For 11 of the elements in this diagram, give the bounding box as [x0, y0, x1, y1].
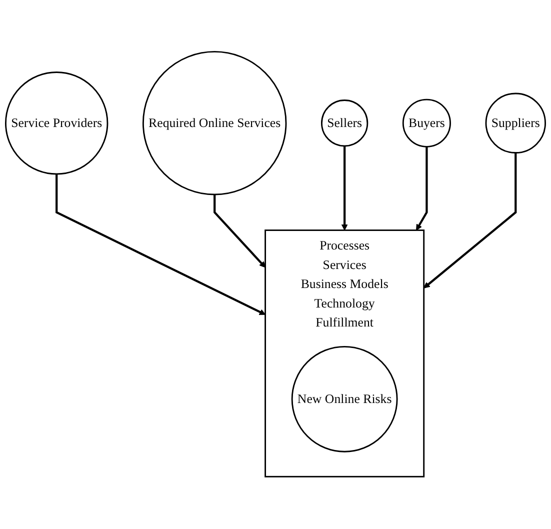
node-circle: Buyers [402, 99, 451, 148]
node-circle: Suppliers [485, 93, 546, 154]
node-circle: New Online Risks [291, 346, 398, 453]
arrow [416, 147, 428, 231]
node-circle: Service Providers [5, 72, 108, 176]
arrow [341, 146, 348, 231]
node-circle: Sellers [321, 100, 368, 147]
arrow [56, 174, 266, 316]
arrow [214, 194, 266, 268]
arrow [424, 153, 517, 289]
node-circle: Required Online Services [142, 51, 287, 196]
